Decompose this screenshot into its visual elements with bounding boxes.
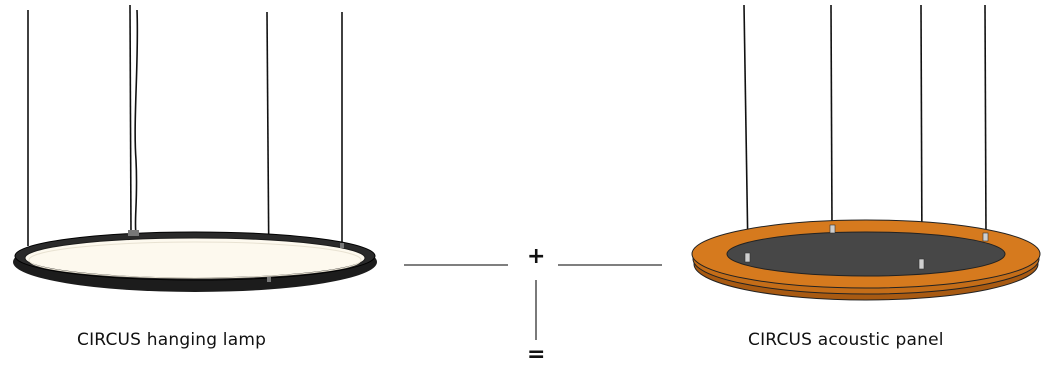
panel-cable-1: [743, 4, 749, 256]
lamp-light-surface: [24, 237, 366, 279]
combination-connector: [404, 264, 662, 340]
lamp-clamp: [128, 230, 134, 236]
panel-cable-3: [920, 4, 923, 263]
panel-cable-2: [830, 4, 833, 229]
lamp-power-cord: [134, 9, 139, 235]
lamp-clamp: [340, 243, 344, 248]
panel-fabric: [726, 231, 1006, 277]
panel-fixing: [918, 258, 925, 270]
lamp-cable-center-left: [129, 4, 132, 235]
panel-fixing: [829, 224, 836, 234]
panel-cable-4: [984, 4, 987, 237]
equals-operator: =: [527, 342, 546, 367]
circus-hanging-lamp: [13, 4, 377, 292]
panel-fixing: [982, 232, 989, 242]
lamp-caption: CIRCUS hanging lamp: [77, 330, 267, 350]
panel-caption: CIRCUS acoustic panel: [748, 330, 944, 350]
lamp-ring-inner-edge: [28, 241, 362, 279]
plus-operator: +: [527, 244, 546, 269]
lamp-clamp: [134, 230, 139, 236]
lamp-clamp: [267, 277, 271, 282]
panel-fixing: [744, 252, 751, 263]
circus-acoustic-panel: [691, 4, 1041, 301]
